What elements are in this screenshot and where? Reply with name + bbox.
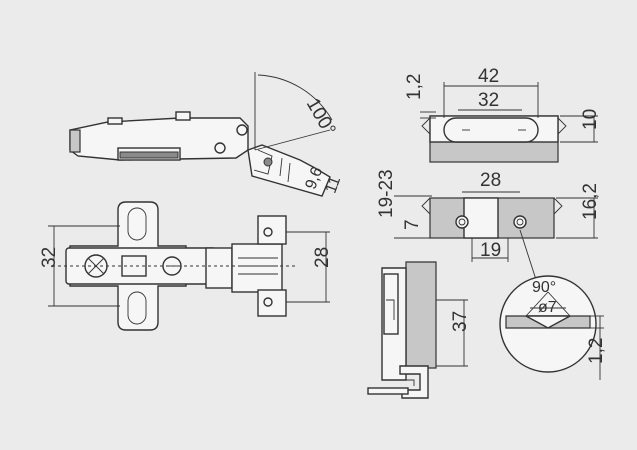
plate-thickness-left-label: 1,2 <box>404 74 425 100</box>
hinge-side-view: 100° 9,6 11 <box>69 72 345 197</box>
plate-overall-label: 42 <box>478 66 499 87</box>
mounting-plate-top: 42 32 1,2 10 <box>404 66 601 163</box>
plate-thickness-right-label: 10 <box>580 109 601 130</box>
opening-angle-label: 100° <box>302 95 340 140</box>
hinge-top-view: 32 28 <box>39 201 333 331</box>
top-view-arm-label: 28 <box>312 247 333 268</box>
plate-side-range-label: 19-23 <box>376 169 397 218</box>
plate-side-height-label: 16,2 <box>580 183 601 220</box>
plate-side-offset-label: 19 <box>480 240 501 261</box>
cup-depth-label: 37 <box>450 311 471 332</box>
top-view-width-label: 32 <box>39 247 60 268</box>
detail-diameter-label: ø7 <box>538 299 557 316</box>
side-dim-a: 9,6 <box>303 165 327 192</box>
detail-depth-label: 1,2 <box>586 338 607 364</box>
side-dim-b: 11 <box>323 174 345 196</box>
drill-detail: 90° ø7 1,2 <box>499 275 607 380</box>
detail-angle-label: 90° <box>532 279 556 296</box>
plate-hole-spacing-label: 32 <box>478 90 499 111</box>
mounting-plate-side: 28 19 19-23 7 16,2 <box>376 169 601 293</box>
cup-section-view: 37 <box>367 261 471 399</box>
plate-side-small-label: 7 <box>402 219 423 230</box>
plate-side-span-label: 28 <box>480 170 501 191</box>
